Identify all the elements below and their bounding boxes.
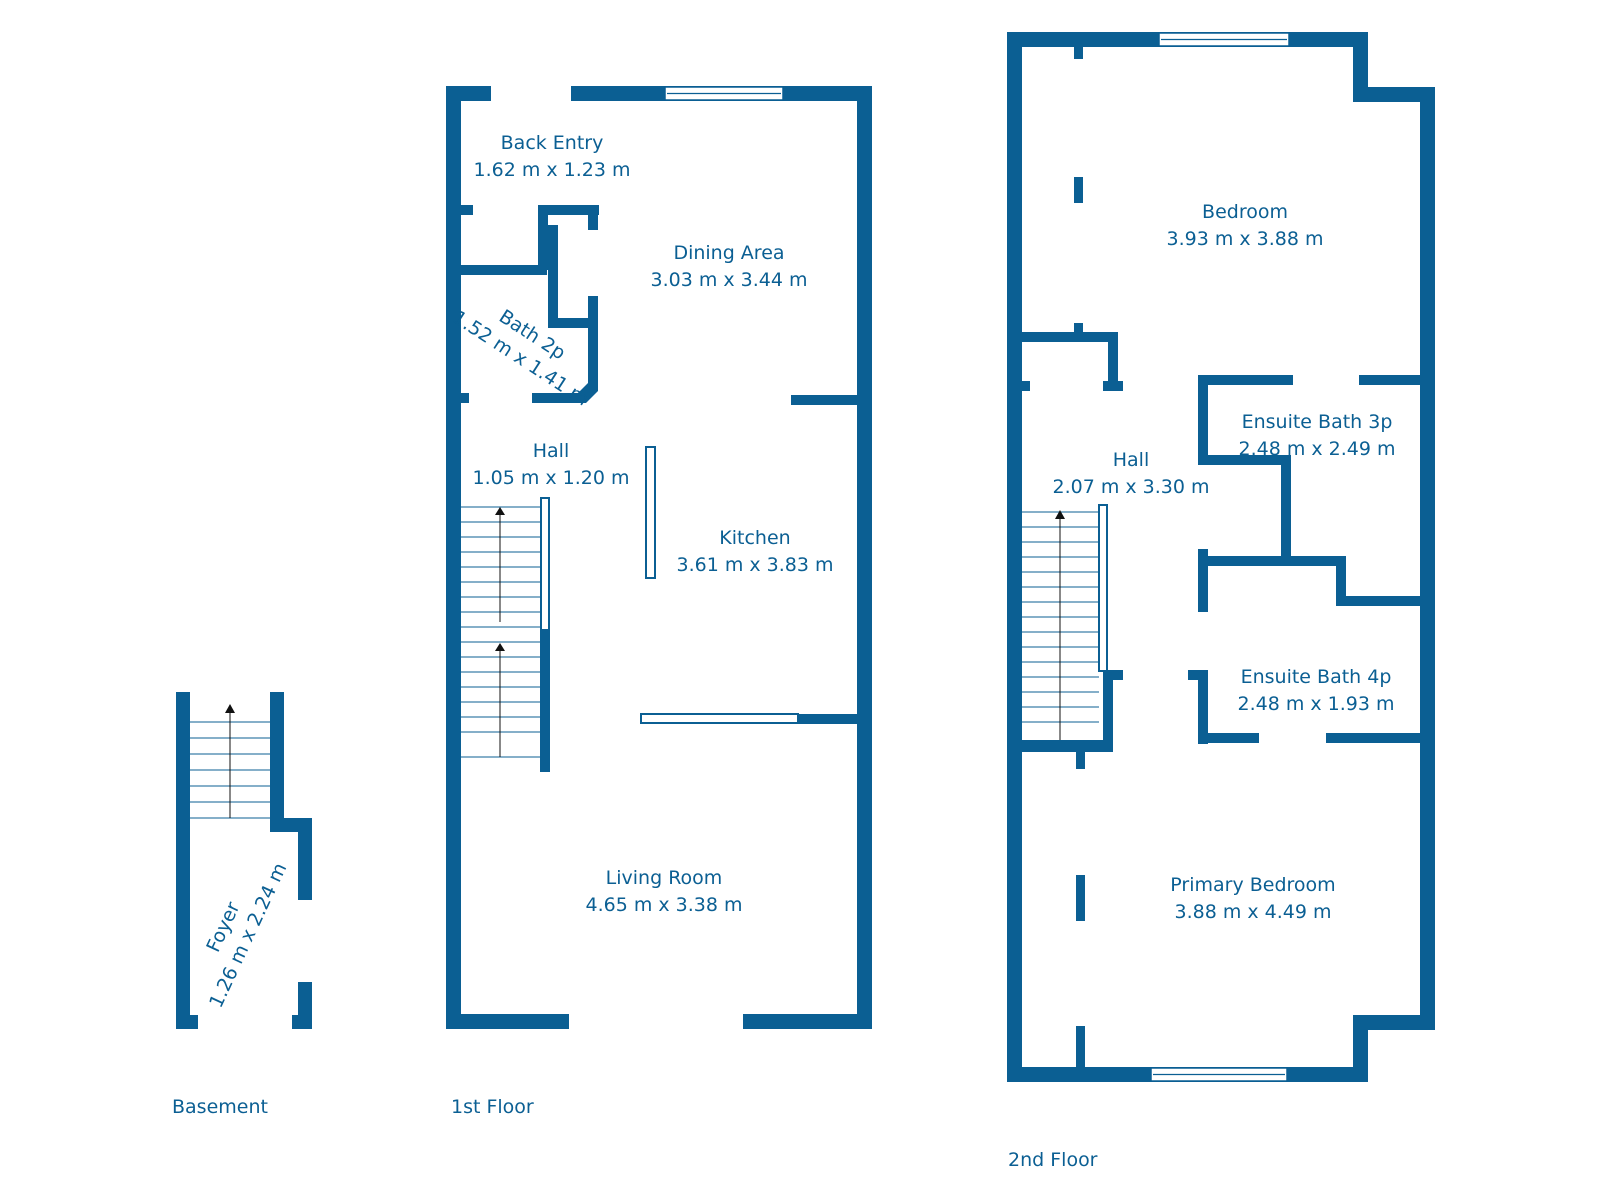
room-name-hall-1: Hall	[533, 440, 570, 462]
first-floor-plan: Back Entry 1.62 m x 1.23 m Dining Area 3…	[446, 86, 872, 1118]
floor-label-basement: Basement	[172, 1096, 268, 1118]
svg-text:Bath 2p 1.52 m x 1.41 m: Bath 2p 1.52 m x 1.41 m	[449, 285, 607, 411]
basement-plan: Foyer 1.26 m x 2.24 m Basement	[172, 692, 312, 1118]
first-floor-stairs	[461, 506, 540, 758]
room-size-back-entry: 1.62 m x 1.23 m	[473, 159, 630, 181]
room-size-ensuite-3p: 2.48 m x 2.49 m	[1238, 438, 1395, 460]
stair-up-arrow-icon	[225, 704, 235, 713]
svg-text:Foyer 1.26 m x 2.24 m: Foyer 1.26 m x 2.24 m	[182, 849, 292, 1012]
second-floor-plan: Bedroom 3.93 m x 3.88 m Ensuite Bath 3p …	[1007, 32, 1435, 1171]
room-size-hall-1: 1.05 m x 1.20 m	[472, 467, 629, 489]
room-size-primary-bedroom: 3.88 m x 4.49 m	[1174, 901, 1331, 923]
room-name-dining-area: Dining Area	[673, 242, 784, 264]
room-name-hall-2: Hall	[1113, 449, 1150, 471]
room-name-back-entry: Back Entry	[501, 132, 604, 154]
room-name-living-room: Living Room	[606, 867, 723, 889]
room-size-kitchen: 3.61 m x 3.83 m	[676, 554, 833, 576]
floor-label-first: 1st Floor	[451, 1096, 534, 1118]
room-size-dining-area: 3.03 m x 3.44 m	[650, 269, 807, 291]
room-size-hall-2: 2.07 m x 3.30 m	[1052, 476, 1209, 498]
room-name-ensuite-3p: Ensuite Bath 3p	[1242, 411, 1393, 433]
stair-up-arrow-icon	[1055, 510, 1065, 519]
floor-label-second: 2nd Floor	[1008, 1149, 1098, 1171]
room-name-kitchen: Kitchen	[719, 527, 790, 549]
stair-up-arrow-icon	[495, 507, 505, 515]
stair-up-arrow-icon	[495, 643, 505, 651]
room-name-ensuite-4p: Ensuite Bath 4p	[1241, 666, 1392, 688]
basement-stairs	[190, 704, 270, 819]
room-size-ensuite-4p: 2.48 m x 1.93 m	[1237, 693, 1394, 715]
room-name-primary-bedroom: Primary Bedroom	[1170, 874, 1335, 896]
second-floor-stairs	[1022, 510, 1099, 740]
room-name-bedroom: Bedroom	[1202, 201, 1288, 223]
room-size-bedroom: 3.93 m x 3.88 m	[1166, 228, 1323, 250]
room-size-living-room: 4.65 m x 3.38 m	[585, 894, 742, 916]
